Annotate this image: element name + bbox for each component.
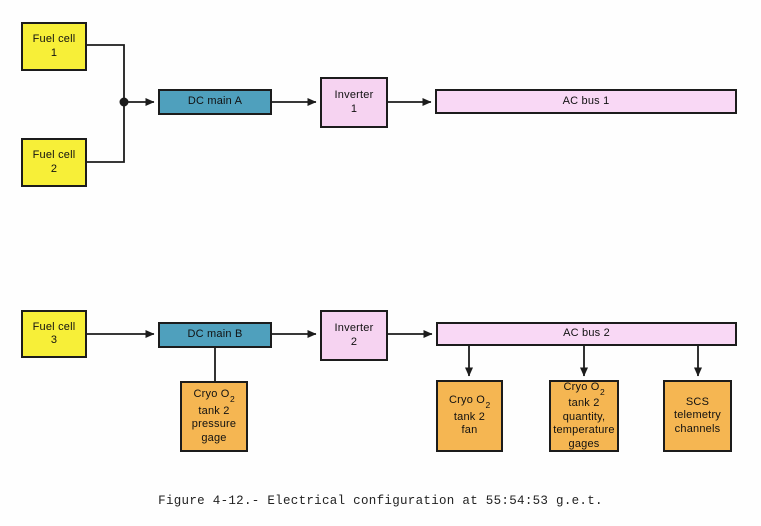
fuel-cell-1-box: Fuel cell 1 [21,22,87,71]
connector-fuelcell1-junction [87,44,125,102]
figure-caption: Figure 4-12.- Electrical configuration a… [158,494,603,508]
cryo-o2-tank2-fan-box: Cryo O2 tank 2 fan [436,380,503,452]
fuel-cell-1-label: Fuel cell [32,33,76,45]
fuel-cell-3-number: 3 [50,334,58,346]
inverter-2-number: 2 [350,335,358,348]
cryo-pressure-gage-line3: pressure [191,418,237,431]
ac-bus-1-label: AC bus 1 [562,94,610,107]
dc-main-a-box: DC main A [158,89,272,115]
o2-subscript: 2 [600,386,605,397]
fuel-cell-2-box: Fuel cell 2 [21,138,87,187]
cryo-o2-tank2-pressure-gage-box: Cryo O2 tank 2 pressure gage [180,381,248,452]
dc-main-b-label: DC main B [187,328,243,341]
cryo-quantity-line2: tank 2 [568,397,600,410]
dc-main-b-box: DC main B [158,322,272,348]
inverter-2-label: Inverter [334,322,374,334]
inverter-1-box: Inverter 1 [320,77,388,128]
fuel-cell-1-number: 1 [50,46,58,59]
scs-line2: telemetry [673,409,722,422]
cryo-quantity-line5: gages [568,437,600,450]
scs-line3: channels [674,422,721,435]
cryo-fan-line2: tank 2 [453,410,486,423]
inverter-2-box: Inverter 2 [320,310,388,361]
o2-subscript: 2 [230,394,235,405]
cryo-pressure-gage-line1: Cryo O2 [193,387,235,405]
cryo-quantity-line3: quantity, [562,410,606,423]
junction-dot [119,97,129,107]
scs-telemetry-channels-box: SCS telemetry channels [663,380,732,452]
inverter-1-label: Inverter [334,89,374,101]
cryo-pressure-gage-line2: tank 2 [198,404,230,417]
ac-bus-2-label: AC bus 2 [563,327,610,340]
cryo-o2-tank2-quantity-temperature-gages-box: Cryo O2 tank 2 quantity, temperature gag… [549,380,619,452]
cryo-fan-line3: fan [461,424,478,437]
fuel-cell-2-number: 2 [50,162,58,175]
ac-bus-1-box: AC bus 1 [435,89,737,114]
fuel-cell-2-label: Fuel cell [32,149,76,161]
cryo-pressure-gage-line4: gage [201,431,227,444]
inverter-1-number: 1 [350,102,358,115]
dc-main-a-label: DC main A [187,95,243,108]
ac-bus-2-box: AC bus 2 [436,322,737,346]
o2-subscript: 2 [485,400,491,411]
connector-fuelcell2-junction [87,102,125,163]
cryo-fan-line1: Cryo O2 [449,394,491,411]
cryo-quantity-line4: temperature [553,424,615,437]
fuel-cell-3-box: Fuel cell 3 [21,310,87,358]
scs-line1: SCS [685,395,710,408]
fuel-cell-3-label: Fuel cell [32,320,76,333]
cryo-quantity-line1: Cryo O2 [563,380,605,397]
